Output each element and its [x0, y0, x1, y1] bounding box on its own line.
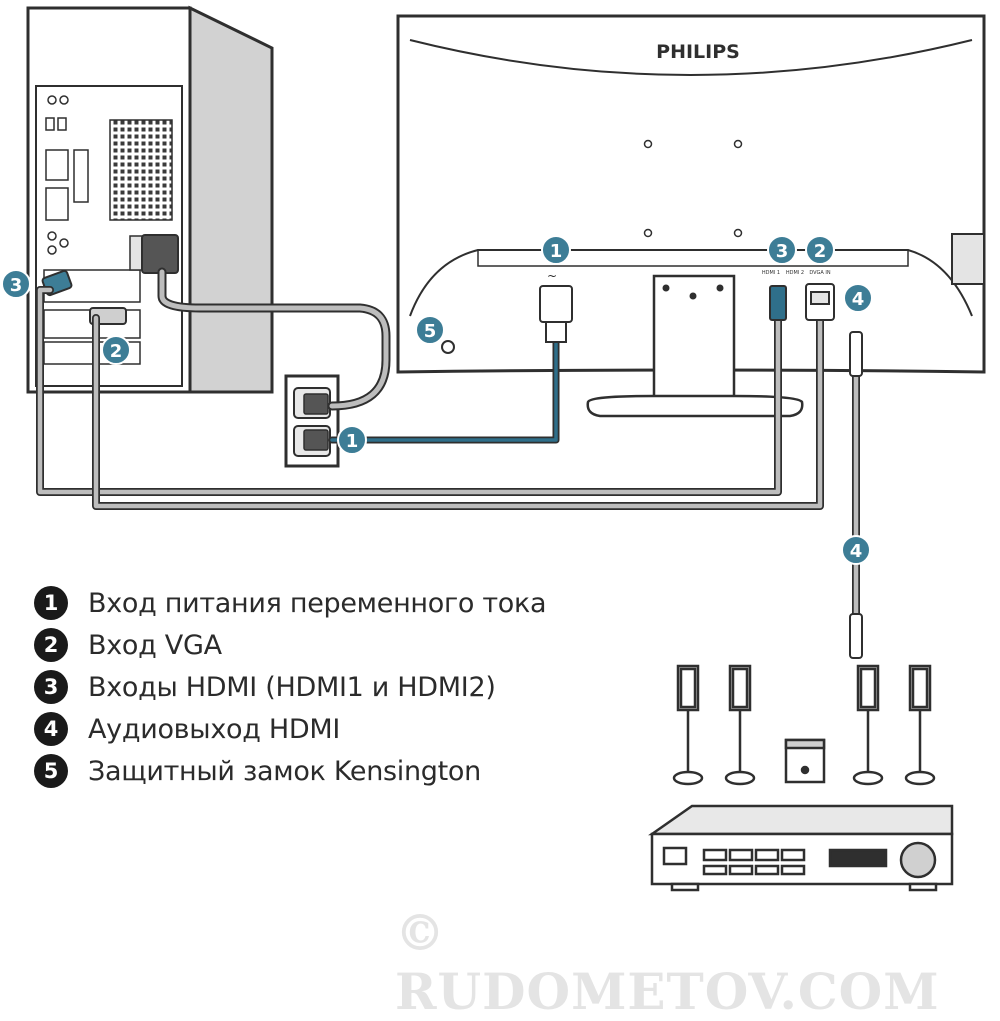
legend-text: Вход питания переменного тока [88, 587, 547, 619]
legend-item-hdmi-audio-out: 4 Аудиовыход HDMI [34, 708, 546, 750]
hdmi2-label: HDMI 2 [786, 270, 804, 276]
hdmi-plug [769, 285, 787, 321]
svg-text:3: 3 [10, 275, 23, 296]
svg-text:2: 2 [110, 341, 123, 362]
callout-4-cable: 4 [841, 535, 871, 565]
legend-number: 3 [34, 670, 68, 704]
callout-2-pc: 2 [101, 335, 131, 365]
wall-outlet [284, 374, 340, 468]
kensington-slot [441, 340, 455, 354]
legend-text: Вход VGA [88, 629, 222, 661]
speaker-3 [852, 664, 884, 786]
audio-plug-bottom [849, 613, 863, 659]
legend-item-kensington-lock: 5 Защитный замок Kensington [34, 750, 546, 792]
callout-1-monitor: 1 [541, 235, 571, 265]
connection-diagram: PHILIPS ~ HDMI 1 HDMI 2 DVGA IN [1, 5, 986, 892]
callout-2-monitor: 2 [805, 235, 835, 265]
callout-3-pc: 3 [1, 269, 31, 299]
pc-vent-grille [109, 119, 173, 221]
av-receiver [648, 804, 954, 892]
speaker-2 [724, 664, 756, 786]
audio-plug-top [849, 331, 863, 377]
legend-number: 1 [34, 586, 68, 620]
svg-text:1: 1 [346, 431, 359, 452]
svg-text:2: 2 [814, 241, 827, 262]
legend-text: Аудиовыход HDMI [88, 713, 341, 745]
legend-number: 4 [34, 712, 68, 746]
legend-text: Входы HDMI (HDMI1 и HDMI2) [88, 671, 496, 703]
monitor-stand-base [586, 394, 804, 418]
legend-number: 2 [34, 628, 68, 662]
monitor-connectors [539, 283, 863, 659]
svg-text:3: 3 [776, 241, 789, 262]
pc-tower [26, 5, 274, 394]
speaker-4 [904, 664, 936, 786]
callout-4-monitor: 4 [843, 283, 873, 313]
legend: 1 Вход питания переменного тока 2 Вход V… [34, 582, 547, 792]
legend-text: Защитный замок Kensington [88, 755, 481, 787]
ac-plug [539, 285, 573, 323]
callout-1-outlet: 1 [337, 425, 367, 455]
cables [36, 267, 860, 622]
svg-text:5: 5 [424, 321, 437, 342]
legend-item-vga-input: 2 Вход VGA [34, 624, 546, 666]
audio-system [648, 664, 954, 892]
monitor-brand: PHILIPS [656, 41, 740, 63]
watermark: © RUDOMETOV.COM [395, 903, 940, 1021]
speaker-1 [672, 664, 704, 786]
monitor: PHILIPS ~ HDMI 1 HDMI 2 DVGA IN [396, 14, 986, 418]
ac-symbol: ~ [547, 269, 557, 283]
svg-text:4: 4 [850, 541, 863, 562]
legend-item-hdmi-inputs: 3 Входы HDMI (HDMI1 и HDMI2) [34, 666, 546, 708]
legend-item-ac-input: 1 Вход питания переменного тока [34, 582, 547, 624]
subwoofer [784, 738, 826, 784]
hdmi1-label: HDMI 1 [762, 270, 780, 276]
callout-5-monitor: 5 [415, 315, 445, 345]
pc-power-plug [141, 234, 179, 274]
callout-3-monitor: 3 [767, 235, 797, 265]
monitor-side-button [951, 233, 985, 285]
legend-number: 5 [34, 754, 68, 788]
svg-text:4: 4 [852, 289, 865, 310]
vga-label: DVGA IN [809, 270, 831, 276]
svg-text:1: 1 [550, 241, 563, 262]
